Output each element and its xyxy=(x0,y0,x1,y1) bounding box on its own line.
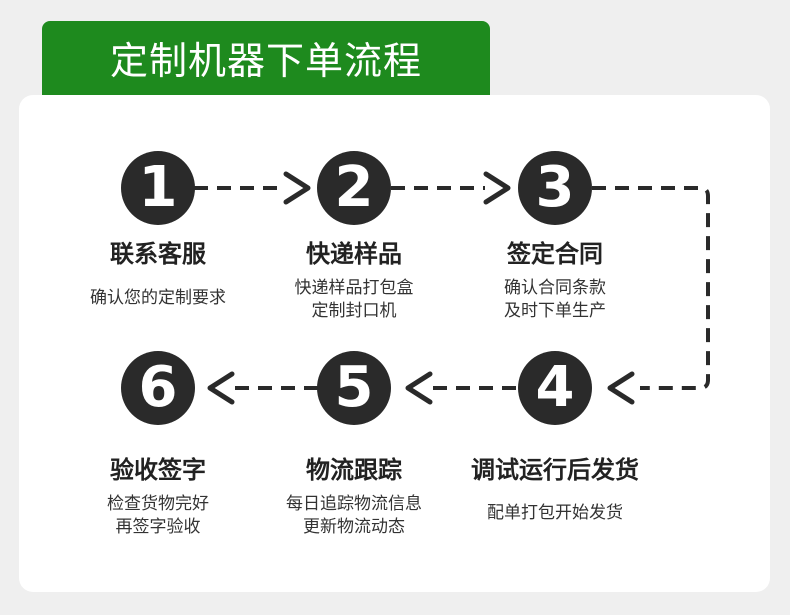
step-5-number: 5 xyxy=(317,351,391,425)
step-3-title: 签定合同 xyxy=(507,240,603,268)
step-1-title: 联系客服 xyxy=(110,240,206,268)
step-6-desc-line-2: 再签字验收 xyxy=(115,517,201,537)
step-4-number: 4 xyxy=(518,351,592,425)
step-6-desc-line-1: 检查货物完好 xyxy=(107,494,209,514)
page-title: 定制机器下单流程 xyxy=(109,39,422,83)
arrow-head-right-icon xyxy=(483,171,511,205)
step-2-desc-line-1: 快递样品打包盒 xyxy=(294,278,414,298)
step-1-number: 1 xyxy=(121,151,195,225)
step-2-title: 快递样品 xyxy=(306,240,402,268)
step-4-title: 调试运行后发货 xyxy=(471,456,639,484)
step-3-desc-line-2: 及时下单生产 xyxy=(504,301,606,321)
step-5-desc-line-1: 每日追踪物流信息 xyxy=(286,494,422,514)
step-4-desc-line-1: 配单打包开始发货 xyxy=(487,503,623,523)
step-6-title: 验收签字 xyxy=(110,456,206,484)
arrow-head-left-icon xyxy=(607,371,635,405)
dash-connector-3-4 xyxy=(592,186,710,390)
arrow-head-right-icon xyxy=(283,171,311,205)
arrow-head-left-icon xyxy=(207,371,235,405)
step-2-desc-line-2: 定制封口机 xyxy=(311,301,397,321)
step-1-desc-line-1: 确认您的定制要求 xyxy=(90,288,226,308)
step-2-number: 2 xyxy=(317,151,391,225)
step-5-desc-line-2: 更新物流动态 xyxy=(303,517,405,537)
step-3-desc-line-1: 确认合同条款 xyxy=(504,278,606,298)
title-banner xyxy=(42,21,490,99)
arrow-head-left-icon xyxy=(405,371,433,405)
step-3-number: 3 xyxy=(518,151,592,225)
step-5-title: 物流跟踪 xyxy=(306,456,402,484)
step-6-number: 6 xyxy=(121,351,195,425)
